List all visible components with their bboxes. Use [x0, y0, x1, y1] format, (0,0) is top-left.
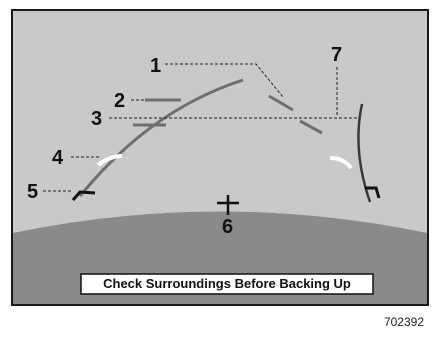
callout-7: 7: [331, 44, 342, 66]
callout-1: 1: [150, 55, 161, 77]
right-guide-line: [357, 103, 372, 203]
warning-banner-box: [80, 273, 374, 295]
distance-mark-left-near: [96, 154, 123, 167]
distance-mark-right-closest: [365, 186, 381, 199]
distance-mark-right-far: [268, 94, 294, 112]
callout-4: 4: [52, 147, 64, 169]
distance-mark-left-closest: [71, 190, 96, 201]
figure-code: 702392: [384, 315, 424, 329]
warning-banner-text: Check Surroundings Before Backing Up: [103, 276, 351, 291]
leader-lines: [43, 63, 360, 192]
distance-mark-right-near: [329, 156, 353, 170]
leader-line-1: [165, 63, 284, 98]
callout-6: 6: [222, 216, 233, 238]
callout-5: 5: [27, 181, 38, 203]
callout-2: 2: [114, 90, 125, 112]
callout-3: 3: [91, 108, 102, 130]
center-crosshair-icon: [217, 195, 239, 215]
distance-mark-right-mid: [299, 119, 323, 135]
